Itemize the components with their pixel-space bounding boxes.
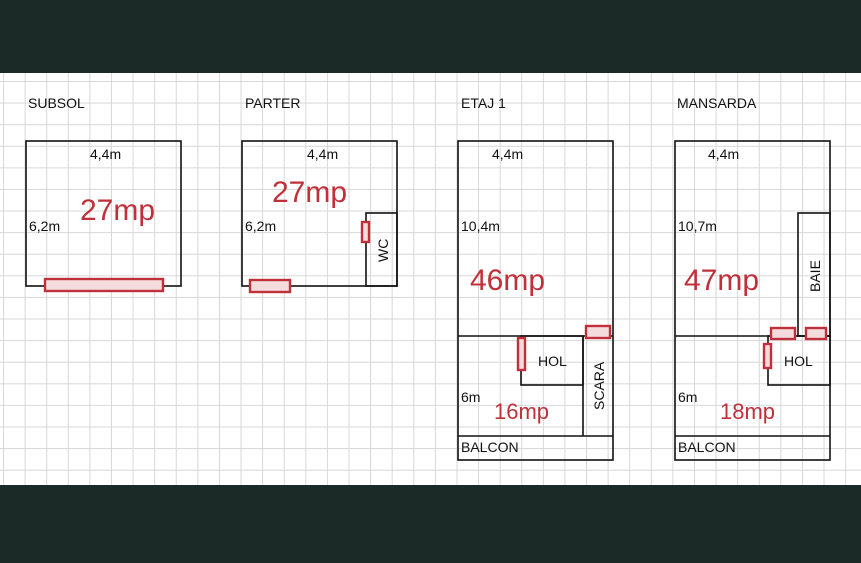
plan-etaj-1: ETAJ 1 4,4m 10,4m 46mp HOL SCARA 6m 16mp… [457, 95, 614, 461]
mansarda-title: MANSARDA [677, 95, 757, 111]
mansarda-length-label: 10,7m [678, 218, 717, 234]
etaj1-width-label: 4,4m [492, 146, 523, 162]
etaj1-balcony-label: BALCON [461, 439, 519, 455]
etaj1-stair-opening [584, 324, 612, 340]
parter-wc-room [365, 212, 398, 287]
subsol-length-label: 6,2m [29, 218, 60, 234]
mansarda-bath-door [769, 326, 797, 341]
parter-width-label: 4,4m [307, 146, 338, 162]
mansarda-bath-door-2 [804, 326, 828, 341]
mansarda-hall-label: HOL [784, 353, 813, 369]
etaj1-hall-label: HOL [538, 353, 567, 369]
subsol-window [43, 277, 165, 293]
parter-title: PARTER [245, 95, 301, 111]
mansarda-lower-length-label: 6m [678, 389, 697, 405]
etaj1-title: ETAJ 1 [461, 95, 506, 111]
mansarda-hall-door [762, 342, 773, 370]
plan-subsol: SUBSOL 4,4m 6,2m 27mp [25, 95, 182, 293]
etaj1-hall-door [516, 336, 527, 372]
etaj1-length-label: 10,4m [461, 218, 500, 234]
etaj1-stair-label: SCARA [591, 361, 607, 410]
mansarda-width-label: 4,4m [708, 146, 739, 162]
parter-area-label: 27mp [272, 176, 347, 209]
etaj1-lower-length-label: 6m [461, 389, 480, 405]
mansarda-lower-area-label: 18mp [720, 399, 775, 424]
mansarda-balcony-label: BALCON [678, 439, 736, 455]
etaj1-outline [457, 140, 614, 461]
mansarda-area-label: 47mp [684, 264, 759, 297]
etaj1-lower-area-label: 16mp [494, 399, 549, 424]
parter-door [248, 278, 292, 294]
plan-mansarda: MANSARDA 4,4m 10,7m 47mp BAIE HOL 6m 18m… [674, 95, 831, 461]
parter-length-label: 6,2m [245, 218, 276, 234]
parter-wc-label: WC [375, 239, 391, 262]
parter-wc-door [360, 220, 371, 244]
subsol-title: SUBSOL [28, 95, 85, 111]
plan-parter: PARTER 4,4m 6,2m 27mp WC [241, 95, 398, 294]
subsol-area-label: 27mp [80, 194, 155, 227]
mansarda-bath-label: BAIE [807, 260, 823, 292]
subsol-width-label: 4,4m [90, 146, 121, 162]
etaj1-area-label: 46mp [470, 264, 545, 297]
